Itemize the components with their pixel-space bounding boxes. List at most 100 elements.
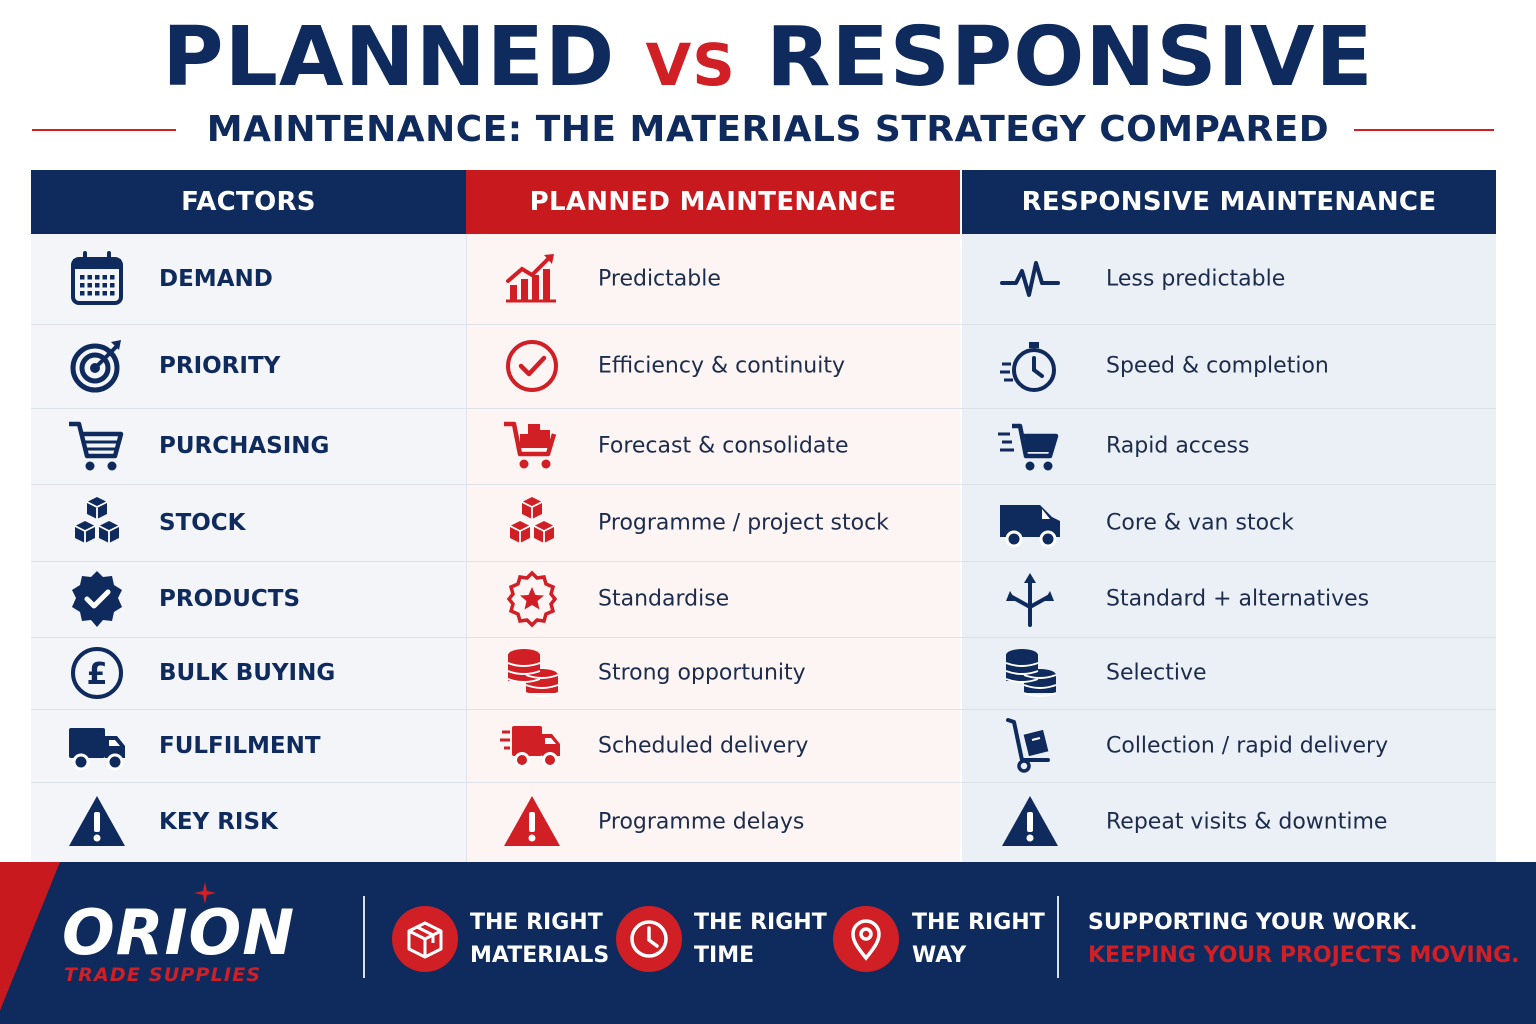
row-divider xyxy=(31,782,1496,783)
factor-cell-text: BULK BUYING xyxy=(159,660,336,686)
factor-cell: DEMAND xyxy=(31,234,466,324)
responsive-cell-text: Standard + alternatives xyxy=(1106,586,1370,612)
pound-icon: £ xyxy=(65,641,129,705)
clock-icon xyxy=(616,906,682,972)
row-divider xyxy=(31,637,1496,638)
planned-cell-text: Scheduled delivery xyxy=(598,733,809,758)
planned-cell: Strong opportunity xyxy=(466,637,960,709)
page-subtitle: MAINTENANCE: THE MATERIALS STRATEGY COMP… xyxy=(206,109,1330,150)
responsive-cell: Rapid access xyxy=(960,408,1496,484)
responsive-cell-text: Collection / rapid delivery xyxy=(1106,733,1389,758)
planned-cell-text: Predictable xyxy=(598,266,721,292)
page-title: PLANNED VS RESPONSIVE xyxy=(0,8,1536,108)
table-row: FULFILMENT Scheduled delivery Collection /… xyxy=(31,709,1496,782)
responsive-cell: Standard + alternatives xyxy=(960,561,1496,637)
svg-text:£: £ xyxy=(87,657,108,692)
pillar-way-line2: WAY xyxy=(912,943,967,968)
responsive-cell-text: Less predictable xyxy=(1106,266,1286,292)
planned-cell: Programme delays xyxy=(466,782,960,862)
pulse-icon xyxy=(998,247,1062,311)
table-row: DEMAND Predictable Less predictable xyxy=(31,234,1496,324)
brand-logo: ORION TRADE SUPPLIES xyxy=(62,882,352,1000)
growth-chart-icon xyxy=(500,247,564,311)
row-divider xyxy=(31,324,1496,325)
header-responsive: RESPONSIVE MAINTENANCE xyxy=(960,170,1496,234)
factor-cell: PURCHASING xyxy=(31,408,466,484)
table-row: PURCHASING Forecast & consolidate Rapid ac… xyxy=(31,408,1496,484)
planned-cell: Efficiency & continuity xyxy=(466,324,960,408)
table-row: PRIORITY Efficiency & continuity Speed & c… xyxy=(31,324,1496,408)
pillar-materials-line1: THE RIGHT xyxy=(470,910,603,935)
factor-cell: FULFILMENT xyxy=(31,709,466,782)
coin-stack-icon xyxy=(998,641,1062,705)
factor-cell-text: PRODUCTS xyxy=(159,586,301,612)
responsive-cell-text: Rapid access xyxy=(1106,433,1250,459)
factor-cell-text: STOCK xyxy=(159,509,246,536)
factor-cell-text: PURCHASING xyxy=(159,433,330,459)
footer-divider xyxy=(1057,896,1059,978)
branch-arrows-icon xyxy=(998,567,1062,631)
planned-cell: Programme / project stock xyxy=(466,484,960,561)
factor-cell: STOCK xyxy=(31,484,466,561)
responsive-column-bg xyxy=(960,234,1496,862)
row-divider xyxy=(31,709,1496,710)
footer-divider xyxy=(363,896,365,978)
header-factors: FACTORS xyxy=(31,170,466,234)
cart-icon xyxy=(65,414,129,478)
logo-word: ORION xyxy=(62,896,296,969)
stopwatch-icon xyxy=(998,334,1062,398)
fast-truck-icon xyxy=(500,714,564,778)
coin-stack-icon xyxy=(500,641,564,705)
footer-accent-stripe xyxy=(0,862,60,1024)
header-planned: PLANNED MAINTENANCE xyxy=(466,170,960,234)
title-vs: VS xyxy=(645,31,736,99)
star-badge-icon xyxy=(500,567,564,631)
comparison-table: FACTORS PLANNED MAINTENANCE RESPONSIVE M… xyxy=(31,170,1496,862)
badge-check-icon xyxy=(65,567,129,631)
planned-cell-text: Strong opportunity xyxy=(598,660,806,686)
tagline-secondary: KEEPING YOUR PROJECTS MOVING. xyxy=(1088,943,1520,968)
pillar-time-line2: TIME xyxy=(694,943,755,968)
factor-cell: PRIORITY xyxy=(31,324,466,408)
responsive-cell: Core & van stock xyxy=(960,484,1496,561)
logo-subtitle: TRADE SUPPLIES xyxy=(64,964,262,986)
subtitle-divider-right xyxy=(1354,129,1494,131)
responsive-cell: Less predictable xyxy=(960,234,1496,324)
planned-cell-text: Standardise xyxy=(598,586,730,612)
planned-cell-text: Efficiency & continuity xyxy=(598,353,845,379)
planned-cell: Standardise xyxy=(466,561,960,637)
boxes-icon xyxy=(500,491,564,555)
factor-cell: £ BULK BUYING xyxy=(31,637,466,709)
subtitle-divider-left xyxy=(32,129,176,131)
planned-cell-text: Forecast & consolidate xyxy=(598,433,849,459)
factor-cell-text: FULFILMENT xyxy=(159,732,321,759)
tagline-primary: SUPPORTING YOUR WORK. xyxy=(1088,910,1418,935)
planned-cell: Scheduled delivery xyxy=(466,709,960,782)
truck-icon xyxy=(65,714,129,778)
responsive-cell-text: Speed & completion xyxy=(1106,353,1329,379)
responsive-cell-text: Repeat visits & downtime xyxy=(1106,809,1388,835)
responsive-cell: Repeat visits & downtime xyxy=(960,782,1496,862)
table-row: STOCK Programme / project stock Core & van… xyxy=(31,484,1496,561)
fast-cart-icon xyxy=(998,414,1062,478)
responsive-cell: Selective xyxy=(960,637,1496,709)
boxes-icon xyxy=(65,491,129,555)
row-divider xyxy=(31,408,1496,409)
pillar-way: THE RIGHT WAY xyxy=(912,906,1045,972)
factor-cell: PRODUCTS xyxy=(31,561,466,637)
calendar-icon xyxy=(65,247,129,311)
footer-banner: ORION TRADE SUPPLIES THE RIGHT MATERIALS… xyxy=(0,862,1536,1024)
responsive-cell-text: Core & van stock xyxy=(1106,510,1294,535)
title-planned: PLANNED xyxy=(162,10,616,105)
row-divider xyxy=(31,561,1496,562)
loaded-cart-icon xyxy=(500,414,564,478)
planned-cell-text: Programme / project stock xyxy=(598,510,889,535)
table-row: £ BULK BUYING Strong opportunity Selective xyxy=(31,637,1496,709)
subtitle-row: MAINTENANCE: THE MATERIALS STRATEGY COMP… xyxy=(0,108,1536,152)
factor-cell-text: PRIORITY xyxy=(159,353,281,379)
logo-star-icon xyxy=(194,882,216,904)
planned-cell-text: Programme delays xyxy=(598,809,805,835)
responsive-cell-text: Selective xyxy=(1106,660,1207,686)
responsive-cell: Collection / rapid delivery xyxy=(960,709,1496,782)
